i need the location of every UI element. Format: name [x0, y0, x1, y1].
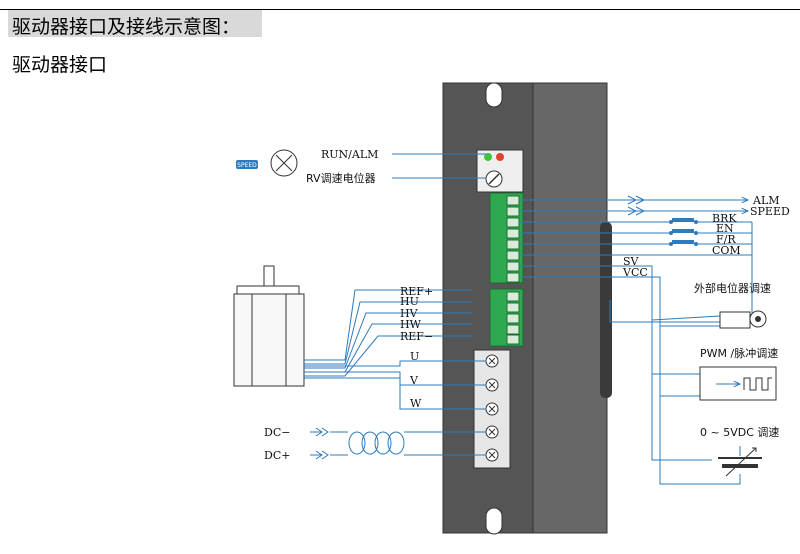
mount-slot-top	[485, 82, 503, 108]
top-rule	[0, 9, 800, 10]
pwm-wiring	[652, 366, 777, 401]
label-ext-pot: 外部电位器调速	[694, 281, 771, 295]
label-fr: F/R	[716, 233, 736, 246]
label-ref-plus: REF+	[400, 285, 433, 298]
label-v: V	[409, 374, 419, 387]
driver-unit	[442, 82, 612, 535]
label-en: EN	[716, 222, 734, 235]
label-ref-minus: REF−	[400, 330, 433, 343]
label-hu: HU	[400, 295, 419, 308]
ext-pot-icon	[719, 310, 767, 329]
label-pwm: PWM /脉冲调速	[700, 346, 778, 360]
label-rv-pot: RV调速电位器	[306, 171, 376, 185]
run-led	[484, 153, 492, 161]
motor-wires	[304, 289, 486, 410]
variable-source-icon	[718, 447, 762, 477]
label-w: W	[410, 397, 422, 410]
control-switches	[669, 218, 698, 246]
speed-dial-icon: SPEED	[236, 149, 298, 177]
control-wires	[519, 200, 753, 440]
label-hw: HW	[400, 318, 422, 331]
label-brk: BRK	[712, 212, 737, 225]
alarm-led	[496, 153, 504, 161]
pwm-pulse-icon	[743, 377, 772, 391]
label-alm: ALM	[752, 194, 780, 207]
label-run-alm: RUN/ALM	[321, 148, 378, 161]
dc-power-wires	[310, 427, 486, 460]
label-speed: SPEED	[750, 205, 790, 218]
ext-pot-wiring	[609, 255, 753, 327]
speed-badge: SPEED	[237, 162, 257, 169]
label-dc-minus: DC−	[264, 426, 290, 439]
heading-highlight	[8, 10, 262, 37]
label-dc-plus: DC+	[264, 449, 290, 462]
label-vcc: VCC	[622, 266, 648, 279]
label-u: U	[410, 350, 419, 363]
label-vdc: 0 ~ 5VDC 调速	[700, 426, 779, 439]
mount-slot-bottom	[485, 507, 503, 535]
section-title: 驱动器接口	[12, 54, 108, 76]
label-sv: SV	[623, 255, 640, 268]
bldc-motor	[233, 265, 305, 387]
vdc-wiring	[651, 320, 741, 485]
page-heading: 驱动器接口及接线示意图：	[12, 16, 241, 38]
label-hv: HV	[400, 307, 419, 320]
label-com: COM	[712, 244, 741, 257]
